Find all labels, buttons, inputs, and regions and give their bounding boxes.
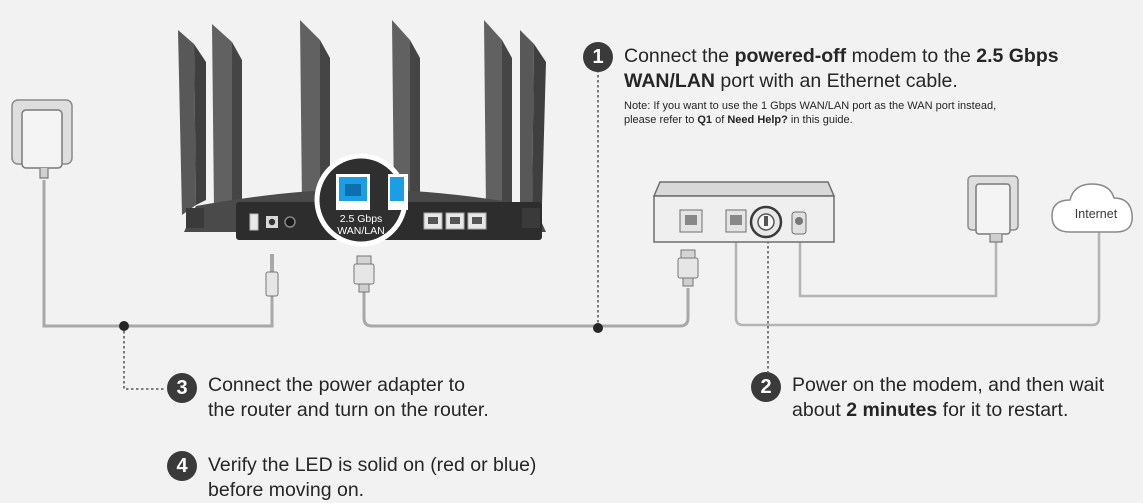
ethernet-plug-icon [353,255,375,293]
step-2-text: Power on the modem, and then wait about … [792,374,1105,421]
step-1-badge: 1 [583,42,613,72]
junction-dot-ethernet [593,323,603,333]
ethernet-cable [362,288,690,328]
power-adapter-icon [11,99,73,179]
cloud-icon [1051,183,1133,233]
step-1-note: Note: If you want to use the 1 Gbps WAN/… [624,100,997,126]
step-3-badge: 3 [167,373,197,403]
modem-icon [652,181,836,243]
power-cable [42,180,274,328]
port-callout-label: 2.5 Gbps WAN/LAN [330,213,392,237]
junction-dot-power [119,321,129,331]
port-callout-port: WAN/LAN [337,225,385,237]
step-3-text: Connect the power adapter to the router … [208,374,489,421]
step-1-text: Connect the powered-off modem to the 2.5… [624,45,1059,92]
port-callout-speed: 2.5 Gbps [339,213,383,225]
modem-power-cable [798,238,998,298]
ethernet-plug-modem-icon [677,249,699,287]
internet-cable [734,228,1101,327]
modem-power-adapter-icon [967,175,1019,243]
internet-label: Internet [1074,207,1118,221]
dc-plug-icon [265,254,279,297]
step-4-badge: 4 [167,451,197,481]
step-4-text: Verify the LED is solid on (red or blue)… [208,454,537,501]
step-2-badge: 2 [751,372,781,402]
router-icon [178,20,546,247]
